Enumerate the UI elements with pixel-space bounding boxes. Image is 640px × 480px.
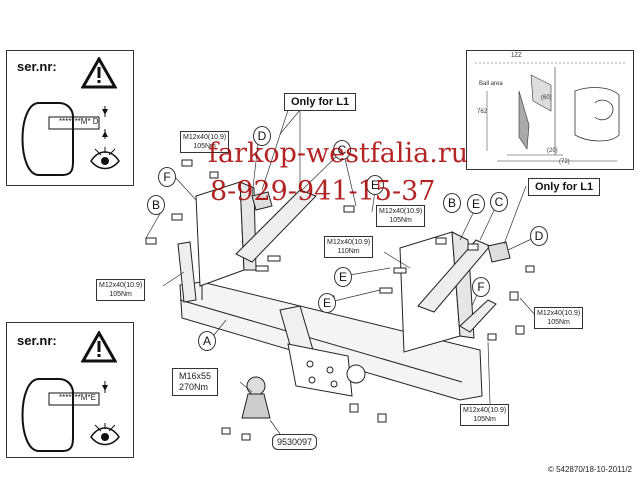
eye-icon bbox=[90, 147, 120, 170]
part-label-b-right: B bbox=[443, 193, 461, 213]
part-label-e: E bbox=[366, 175, 384, 195]
part-number-label: 9530097 bbox=[272, 434, 318, 450]
torque-callout-1: M12x40(10.9)105Nm bbox=[180, 131, 230, 153]
inset-dim-3: (20) bbox=[547, 148, 558, 154]
inset-dim-4: 762 bbox=[477, 109, 488, 115]
bracket-outline-icon bbox=[21, 378, 108, 452]
inset-dim-1: 1ZZ bbox=[511, 53, 522, 59]
part-label-e-right: E bbox=[467, 194, 485, 214]
torque-callout-2: M12x40(10.9)105Nm bbox=[376, 205, 426, 227]
inset-dim-5: (60) bbox=[541, 95, 552, 101]
watermark-site: farkop-westfalia.ru bbox=[208, 138, 469, 169]
torque-callout-4: M12x40(10.9)105Nm bbox=[96, 279, 146, 301]
torque-callout-5: M12x40(10.9)105Nm bbox=[534, 307, 584, 329]
part-label-b: B bbox=[147, 195, 165, 215]
inset-ball-area: Ball area bbox=[479, 81, 503, 87]
part-label-d: D bbox=[253, 126, 271, 146]
torque-callout-6: M12x40(10.9)105Nm bbox=[460, 404, 510, 426]
only-for-l1-right: Only for L1 bbox=[528, 178, 601, 196]
warning-icon bbox=[81, 331, 117, 363]
part-label-f: F bbox=[158, 167, 176, 187]
inset-dim-2: (72) bbox=[559, 159, 570, 165]
serial-box-top: ser.nr: *******M* D bbox=[6, 50, 134, 186]
document-footer: © 542870/18-10-2011/2 bbox=[547, 465, 632, 474]
part-label-d-right: D bbox=[530, 226, 548, 246]
torque-callout-3: M12x40(10.9)110Nm bbox=[324, 236, 374, 258]
part-label-f-right: F bbox=[472, 277, 490, 297]
only-for-l1-top: Only for L1 bbox=[284, 93, 357, 111]
serial-box-top-code: *******M* D bbox=[59, 117, 99, 126]
profile-drawing bbox=[475, 62, 625, 162]
part-label-e-low: E bbox=[318, 293, 336, 313]
bracket-outline-icon bbox=[21, 102, 108, 176]
watermark-phone: 8-929-941-15-37 bbox=[210, 176, 436, 207]
part-label-c-right: C bbox=[490, 192, 508, 212]
profile-inset: Ball area 1ZZ 762 (60) (20) (72) bbox=[466, 50, 634, 170]
serial-box-top-title: ser.nr: bbox=[17, 59, 57, 74]
warning-icon bbox=[81, 57, 117, 89]
serial-box-bottom-title: ser.nr: bbox=[17, 333, 57, 348]
part-label-e-mid: E bbox=[334, 267, 352, 287]
serial-box-bottom-code: *******M*E bbox=[59, 393, 96, 402]
serial-box-bottom: ser.nr: *******M*E bbox=[6, 322, 134, 458]
part-label-a: A bbox=[198, 331, 216, 351]
part-label-c: C bbox=[333, 140, 351, 160]
eye-icon bbox=[90, 423, 120, 446]
